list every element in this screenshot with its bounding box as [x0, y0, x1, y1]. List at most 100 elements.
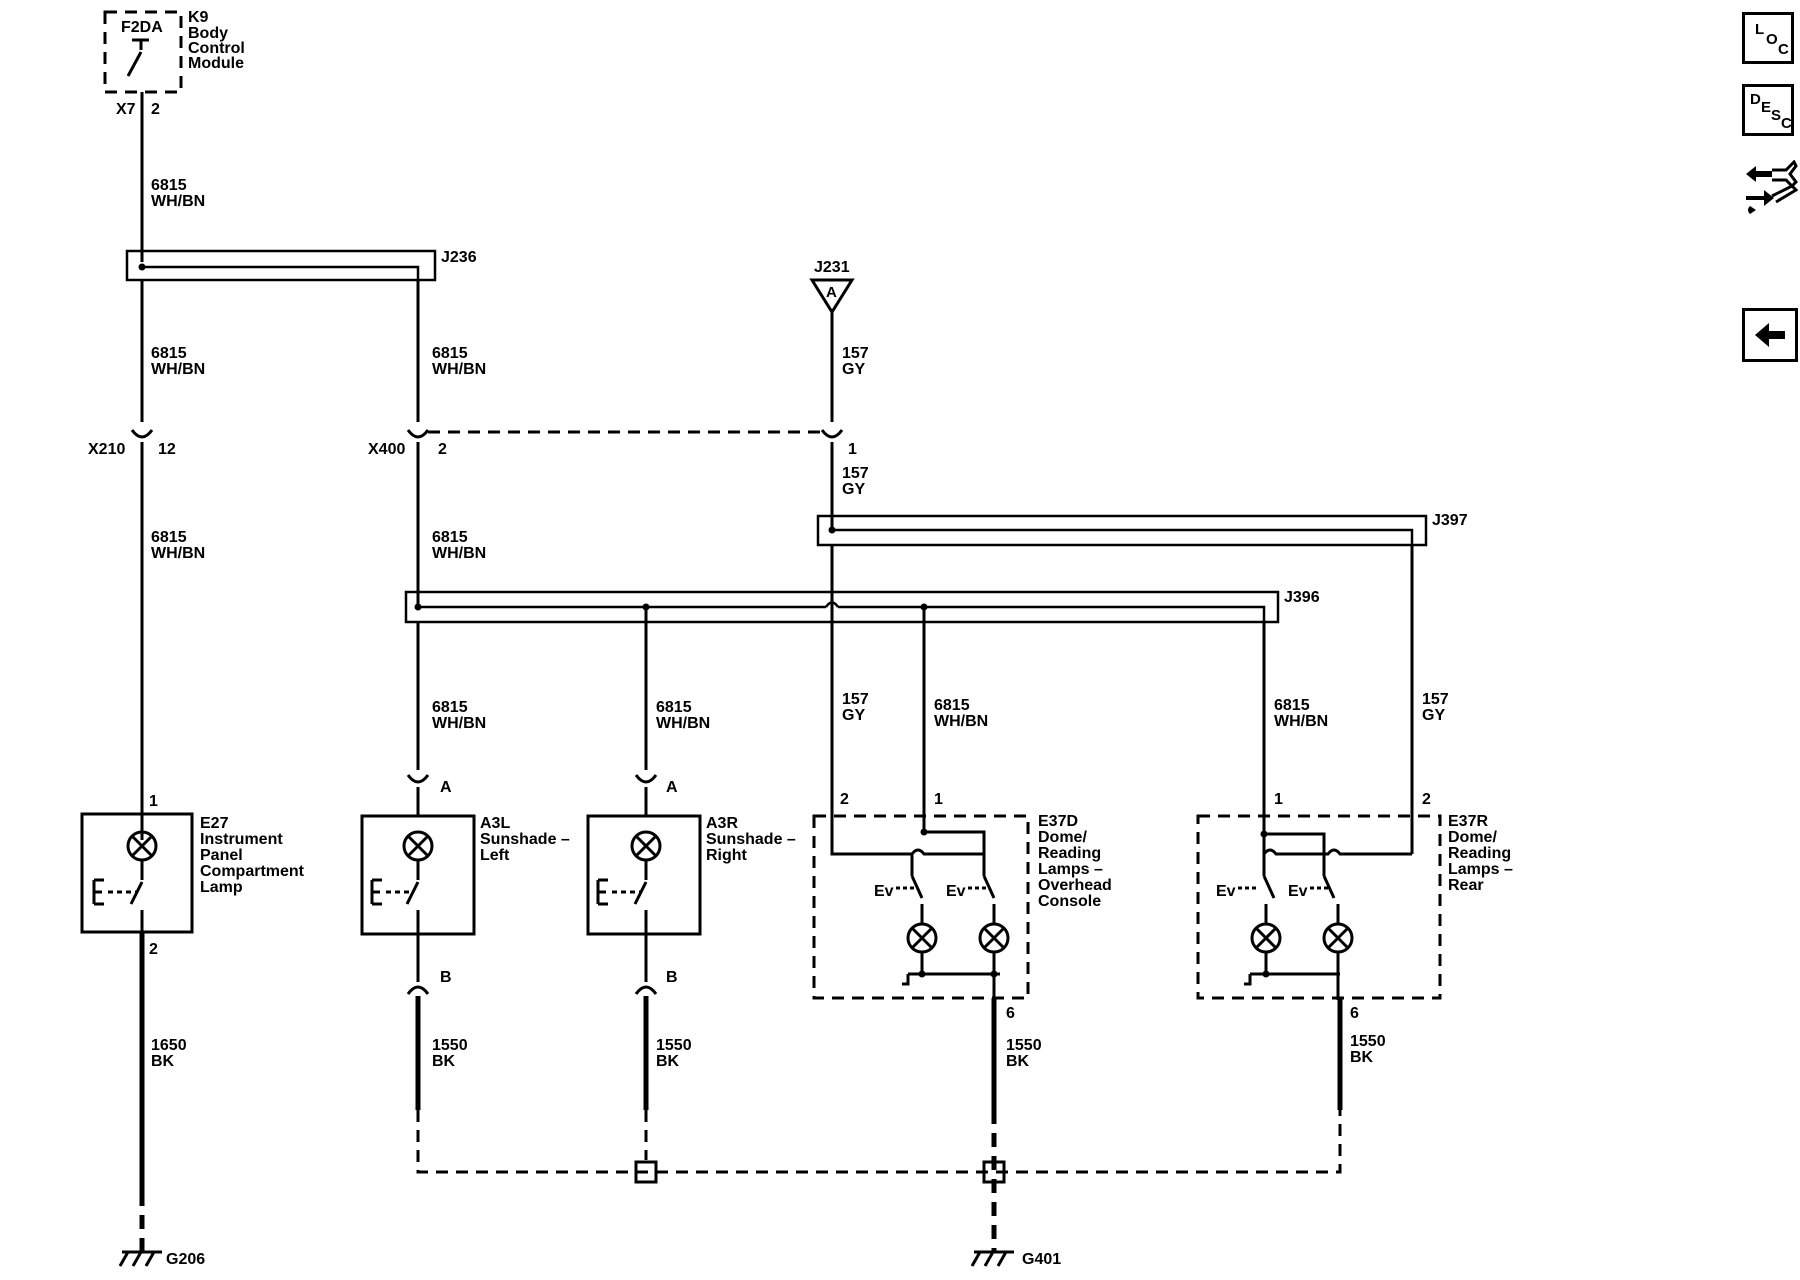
connector-a3l-b: [406, 985, 430, 995]
fuse-label: F2DA: [121, 19, 163, 36]
e37d-line5: Console: [1038, 893, 1101, 910]
circuit-label-2c-num: 6815: [432, 699, 468, 716]
bcm-name-line1: Body: [188, 25, 228, 42]
a3r-pin-top: A: [666, 779, 678, 796]
a3l-pin-bottom: B: [440, 969, 452, 986]
e37d-line2: Reading: [1038, 845, 1101, 862]
splice-j231-label: J231: [814, 259, 850, 276]
circuit-label-4a-num: 157: [842, 345, 869, 362]
connector-x210-label: X210: [88, 441, 125, 458]
splice-pack-j236: [125, 249, 437, 282]
circuit-label-3b-color: BK: [656, 1053, 680, 1070]
bcm-pin: 2: [151, 101, 160, 118]
back-button[interactable]: [1742, 308, 1798, 362]
circuit-label-6a-num: 6815: [1274, 697, 1310, 714]
connector-x210: [130, 429, 154, 439]
circuit-label-6c-color: BK: [1350, 1049, 1374, 1066]
e37r-pin-gy: 2: [1422, 791, 1431, 808]
column-3-wiring: 6815 WH/BN A A3R Sunshade – Right B 1550…: [586, 607, 796, 1184]
circuit-label-4c-num: 157: [842, 691, 869, 708]
splice-pack-j397: [816, 514, 1428, 547]
bcm-name-line3: Module: [188, 55, 244, 72]
circuit-label-5b-num: 1550: [1006, 1037, 1042, 1054]
circuit-label-1b-color: WH/BN: [151, 361, 205, 378]
circuit-label-6c-num: 1550: [1350, 1033, 1386, 1050]
ground-g206-label: G206: [166, 1251, 205, 1268]
a3r-pin-bottom: B: [666, 969, 678, 986]
loc-letter-2: O: [1766, 31, 1778, 48]
e37r-pin-gnd: 6: [1350, 1005, 1359, 1022]
bcm-connector: X7: [116, 101, 136, 118]
e37r-switch-2-label: Ev: [1288, 883, 1308, 900]
splice-j231: [809, 278, 855, 315]
component-e37d: 6815 WH/BN 2 1 Ev Ev E37D Dome/ Reading …: [812, 607, 1112, 1268]
circuit-label-2b-num: 6815: [432, 529, 468, 546]
circuit-label-6b-color: GY: [1422, 707, 1445, 724]
ground-g401-label: G401: [1022, 1251, 1061, 1268]
splice-j397-label: J397: [1432, 512, 1468, 529]
desc-letter-1: D: [1750, 91, 1761, 108]
e37d-switch-1-label: Ev: [874, 883, 894, 900]
e37r-line3: Lamps –: [1448, 861, 1513, 878]
column-2-wiring: 6815 WH/BN X400 2 6815 WH/BN J396 6815 W…: [360, 280, 1342, 1174]
column-1-wiring: 6815 WH/BN J236 6815 WH/BN X210 12 6815 …: [80, 92, 477, 1268]
loc-letter-3: C: [1778, 41, 1789, 58]
circuit-label-2a-num: 6815: [432, 345, 468, 362]
circuit-label-1c-color: WH/BN: [151, 545, 205, 562]
a3l-ref: A3L: [480, 815, 510, 832]
e27-line4: Lamp: [200, 879, 243, 896]
e37r-line2: Reading: [1448, 845, 1511, 862]
splice-j231-pin: A: [826, 284, 837, 301]
component-a3r: [586, 814, 702, 936]
circuit-label-4a-color: GY: [842, 361, 865, 378]
e37d-pin-gy: 2: [840, 791, 849, 808]
connector-a3r-b: [634, 985, 658, 995]
ground-splice-1: [634, 1160, 658, 1184]
e37r-switch-1-label: Ev: [1216, 883, 1236, 900]
a3l-pin-top: A: [440, 779, 452, 796]
circuit-label-1a-num: 6815: [151, 177, 187, 194]
a3r-line2: Right: [706, 847, 748, 864]
desc-letter-4: C: [1781, 115, 1792, 132]
a3l-line2: Left: [480, 847, 510, 864]
e37d-line3: Lamps –: [1038, 861, 1103, 878]
connector-x400-pin-2: 2: [438, 441, 447, 458]
bcm-name-line2: Control: [188, 40, 245, 57]
connector-x400-a: [406, 429, 430, 439]
e37r-pin-wh: 1: [1274, 791, 1283, 808]
e27-line2: Panel: [200, 847, 243, 864]
gy-feed-wiring: J231 A 157 GY 1 157 GY J397 157 GY: [809, 259, 1468, 854]
e37d-switch-2-label: Ev: [946, 883, 966, 900]
e37d-pin-wh: 1: [934, 791, 943, 808]
splice-pack-j396: [404, 590, 1280, 624]
circuit-label-4c-color: GY: [842, 707, 865, 724]
circuit-label-1d-num: 1650: [151, 1037, 187, 1054]
circuit-label-5a-color: WH/BN: [934, 713, 988, 730]
desc-letter-2: E: [1761, 99, 1772, 116]
ground-g401: G401: [970, 1250, 1061, 1268]
circuit-label-4b-num: 157: [842, 465, 869, 482]
connector-x400-pin-1: 1: [848, 441, 857, 458]
connector-x400-label: X400: [368, 441, 405, 458]
circuit-label-1a-color: WH/BN: [151, 193, 205, 210]
e27-pin-bottom: 2: [149, 941, 158, 958]
ground-splice-2: [982, 1160, 1006, 1184]
e37d-ref: E37D: [1038, 813, 1078, 830]
back-arrow-icon: [1755, 323, 1785, 347]
location-button[interactable]: L O C: [1742, 12, 1794, 64]
e37r-line1: Dome/: [1448, 829, 1497, 846]
e27-line3: Compartment: [200, 863, 305, 880]
connector-wrench-icon[interactable]: [1742, 159, 1799, 218]
circuit-label-5a-num: 6815: [934, 697, 970, 714]
splice-j396-label: J396: [1284, 589, 1320, 606]
circuit-label-2c-color: WH/BN: [432, 715, 486, 732]
bcm-ref: K9: [188, 9, 209, 26]
connector-x210-pin: 12: [158, 441, 176, 458]
a3l-line1: Sunshade –: [480, 831, 570, 848]
description-button[interactable]: D E S C: [1742, 84, 1794, 136]
circuit-label-2a-color: WH/BN: [432, 361, 486, 378]
circuit-label-1c-num: 6815: [151, 529, 187, 546]
component-e27: [80, 812, 194, 934]
circuit-label-5b-color: BK: [1006, 1053, 1030, 1070]
